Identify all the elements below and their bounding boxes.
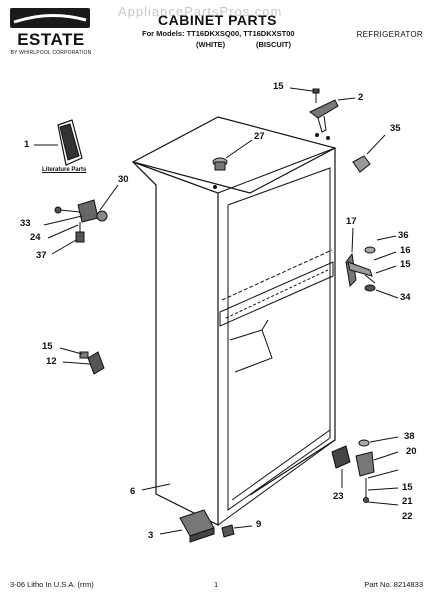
callout-37: 37 <box>36 250 47 261</box>
callout-27: 27 <box>254 131 265 142</box>
callout-1: 1 <box>24 139 30 150</box>
callout-17: 17 <box>346 216 357 227</box>
left-hinge-assembly-icon <box>54 199 108 243</box>
brand-name: ESTATE <box>17 30 85 49</box>
callout-16: 16 <box>400 245 411 256</box>
leveling-bracket-3-icon <box>179 509 215 543</box>
callout-23: 23 <box>333 491 344 502</box>
literature-parts-icon <box>57 119 83 166</box>
center-hinge-assembly-icon <box>345 246 376 292</box>
models-line: For Models: TT16DKXSQ00, TT16DKXST00 <box>142 29 295 38</box>
screw-15-top-icon <box>312 88 320 103</box>
callout-6: 6 <box>130 486 136 497</box>
variant-white: (WHITE) <box>196 40 226 49</box>
footer-page-number: 1 <box>214 580 219 589</box>
callout-12: 12 <box>46 356 57 367</box>
watermark-text: AppliancePartsPros.com <box>118 4 283 19</box>
top-hinge-bracket-icon <box>309 99 339 133</box>
category-label: REFRIGERATOR <box>356 30 423 39</box>
callout-20: 20 <box>406 446 417 457</box>
page-title: CABINET PARTS <box>158 12 278 28</box>
callout-38: 38 <box>404 431 415 442</box>
brand-logo: ESTATE BY WHIRLPOOL CORPORATION <box>8 6 92 58</box>
hinge-cap-35-icon <box>352 155 371 173</box>
bottom-hinge-assembly-icon <box>331 439 375 503</box>
callout-15-top: 15 <box>273 81 284 92</box>
variant-biscuit: (BISCUIT) <box>256 40 291 49</box>
screw-9-icon <box>221 524 235 538</box>
footer-part-number: Part No. 8214833 <box>364 580 423 589</box>
callout-30: 30 <box>118 174 129 185</box>
callout-15-center: 15 <box>400 259 411 270</box>
callout-24: 24 <box>30 232 41 243</box>
callout-3: 3 <box>148 530 154 541</box>
models-prefix: For Models: <box>142 29 185 38</box>
literature-parts-label: Literature Parts <box>42 167 87 173</box>
door-stop-12-icon <box>79 351 105 375</box>
callout-15-bottom: 15 <box>402 482 413 493</box>
callout-34: 34 <box>400 292 411 303</box>
callout-2: 2 <box>358 92 364 103</box>
callout-36: 36 <box>398 230 409 241</box>
callout-21: 21 <box>402 496 413 507</box>
logo-swoosh-icon <box>13 13 87 24</box>
plug-27-icon <box>212 157 228 171</box>
brand-tagline: BY WHIRLPOOL CORPORATION <box>10 50 92 56</box>
callout-35: 35 <box>390 123 401 134</box>
logo-swoosh <box>10 8 90 28</box>
callout-33: 33 <box>20 218 31 229</box>
footer-print-info: 3-06 Litho In U.S.A. (rrm) <box>10 580 94 589</box>
models-list: TT16DKXSQ00, TT16DKXST00 <box>186 29 295 38</box>
callout-22: 22 <box>402 511 413 522</box>
cabinet-body <box>131 116 337 526</box>
callout-9: 9 <box>256 519 262 530</box>
callout-15-left: 15 <box>42 341 53 352</box>
